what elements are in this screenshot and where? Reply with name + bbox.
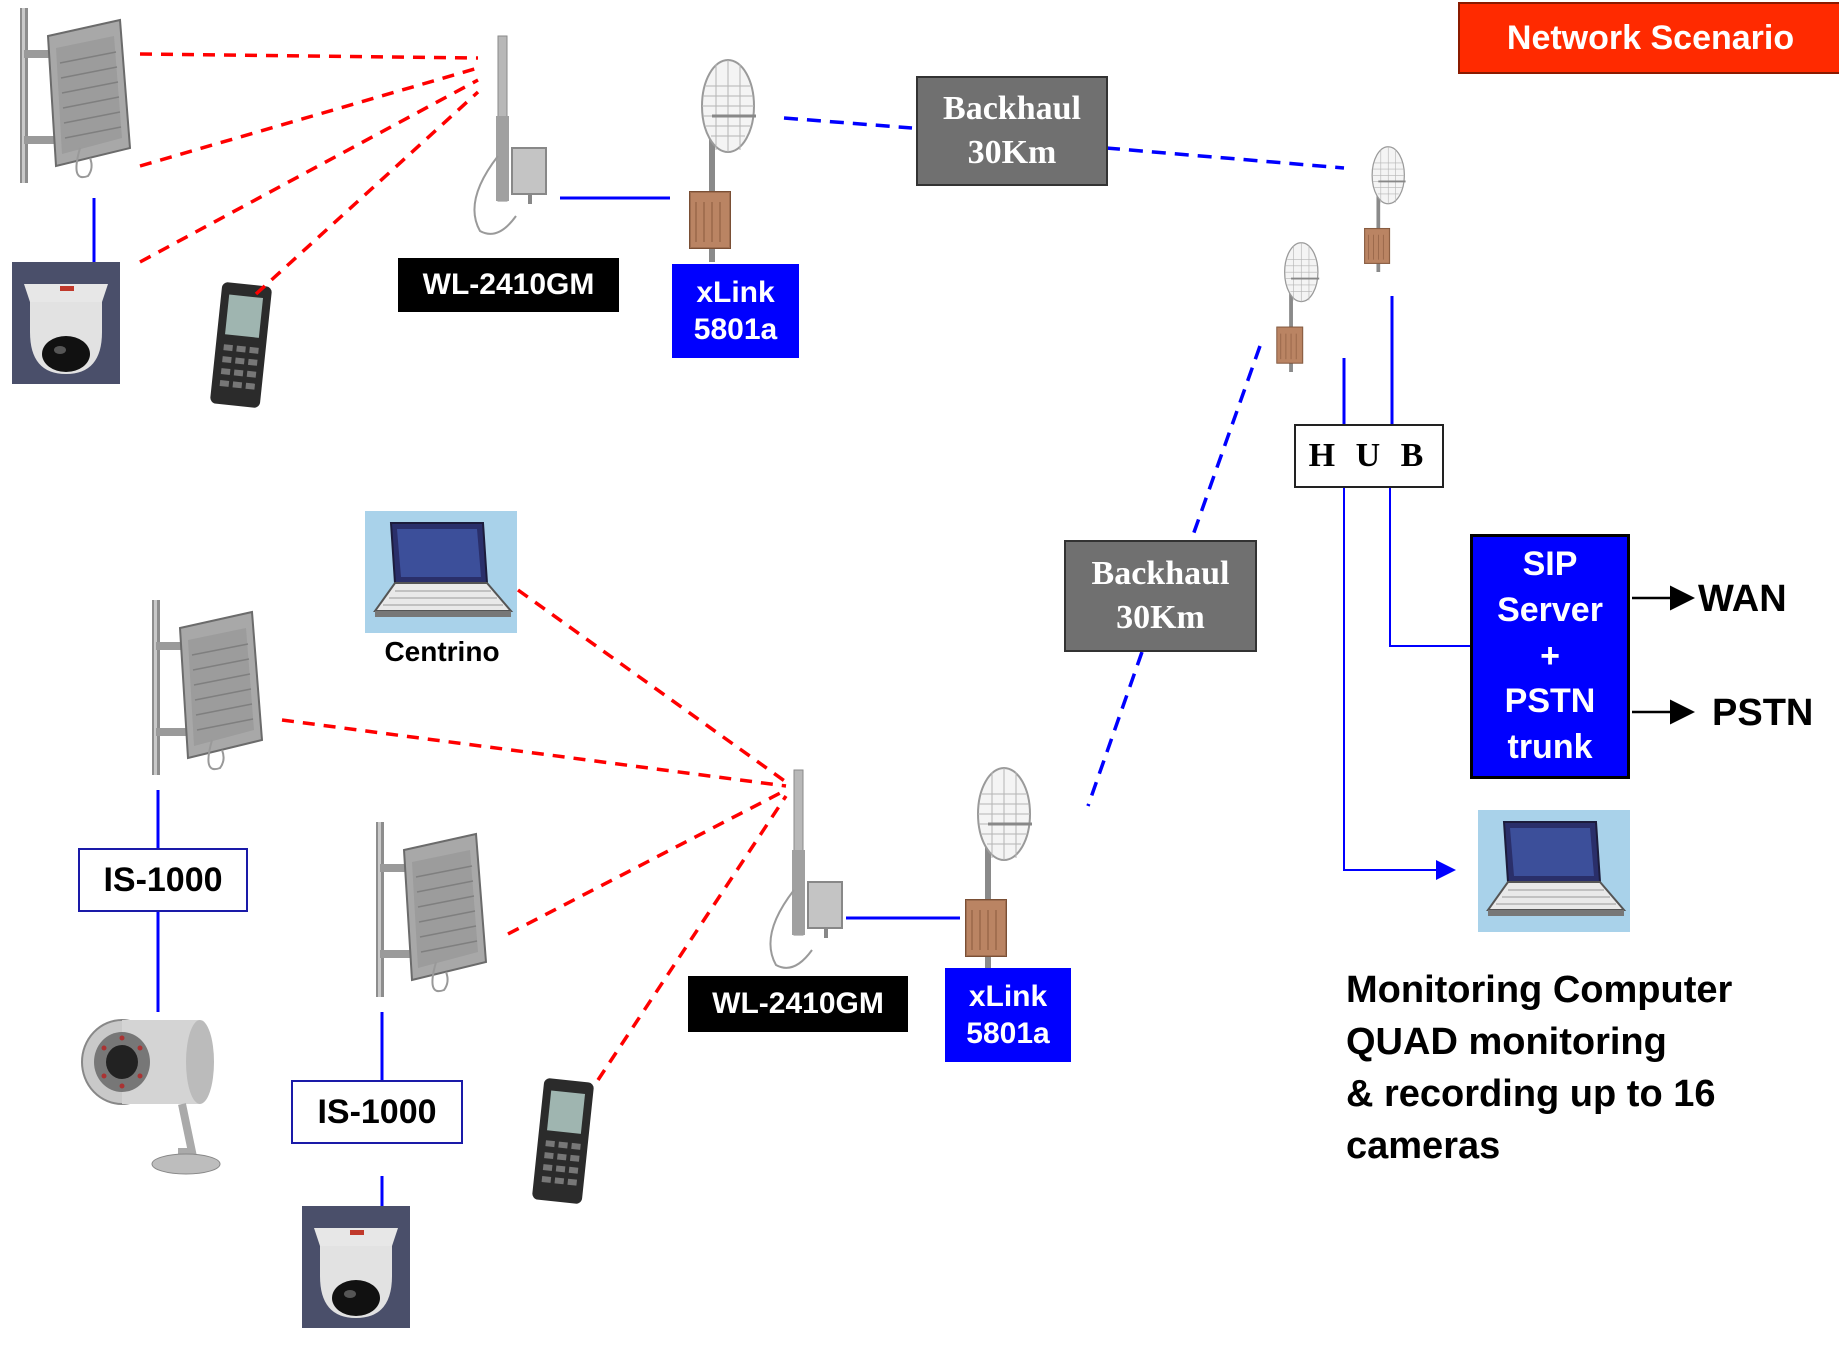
wl-2410gm-top-label: WL-2410GM (398, 258, 619, 312)
dome-camera-icon (12, 262, 120, 384)
panel-antenna-icon (151, 599, 263, 776)
backhaul-mid-label: Backhaul 30Km (1064, 540, 1257, 652)
is1000-left-label: IS-1000 (78, 848, 248, 912)
sip-line3: + (1540, 636, 1560, 675)
sip-line5: trunk (1507, 728, 1593, 767)
monitoring-caption: Monitoring Computer QUAD monitoring & re… (1346, 964, 1816, 1172)
sip-line1: SIP (1522, 544, 1578, 583)
xlink-top-line1: xLink (696, 275, 775, 309)
grid-dish-antenna-icon (1275, 240, 1322, 374)
backhaul-mid-line1: Backhaul (1091, 554, 1230, 592)
is1000-mid-label: IS-1000 (291, 1080, 463, 1144)
caption-line-1: Monitoring Computer (1346, 969, 1733, 1011)
wan-label: WAN (1698, 577, 1787, 620)
wireless-links-bottom (281, 588, 788, 1081)
panel-antenna-icon (375, 821, 487, 998)
diagram-title: Network Scenario (1458, 2, 1839, 74)
wl-2410gm-bottom-label: WL-2410GM (688, 976, 908, 1032)
outbound-arrows (1632, 585, 1695, 725)
omni-antenna-icon (473, 35, 547, 235)
grid-dish-antenna-icon (690, 60, 756, 262)
dome-camera-icon (302, 1206, 410, 1328)
omni-antenna-icon (769, 769, 843, 969)
backhaul-mid-line2: 30Km (1116, 599, 1205, 636)
backhaul-top-label: Backhaul 30Km (916, 76, 1108, 186)
sip-line4: PSTN (1504, 682, 1596, 721)
backhaul-top-line2: 30Km (967, 134, 1057, 171)
xlink-bottom-label: xLink 5801a (945, 968, 1071, 1062)
xlink-top-label: xLink 5801a (672, 264, 799, 358)
wifi-phone-icon (531, 1077, 595, 1205)
pstn-label: PSTN (1712, 691, 1814, 734)
grid-dish-antenna-icon (1362, 144, 1408, 274)
xlink-bottom-line1: xLink (968, 979, 1048, 1013)
bullet-camera-icon (82, 1020, 220, 1174)
caption-line-3: & recording up to 16 (1346, 1073, 1716, 1115)
panel-antenna-icon (19, 7, 131, 184)
backhaul-top-line1: Backhaul (943, 89, 1081, 127)
sip-line2: Server (1497, 590, 1603, 629)
hub-connections (1343, 488, 1472, 880)
laptop-icon (364, 510, 518, 634)
centrino-label: Centrino (384, 636, 500, 667)
caption-line-4: cameras (1346, 1125, 1501, 1167)
grid-dish-antenna-icon (966, 768, 1032, 970)
wireless-links-top (139, 52, 480, 296)
hub-label: H U B (1294, 424, 1444, 488)
sip-server-box: SIP Server + PSTN trunk (1470, 534, 1630, 779)
xlink-top-line2: 5801a (693, 313, 778, 346)
backhaul-links (783, 116, 1345, 807)
laptop-icon (1477, 809, 1631, 933)
wifi-phone-icon (209, 281, 273, 409)
xlink-bottom-line2: 5801a (966, 1017, 1050, 1050)
caption-line-2: QUAD monitoring (1346, 1021, 1667, 1063)
